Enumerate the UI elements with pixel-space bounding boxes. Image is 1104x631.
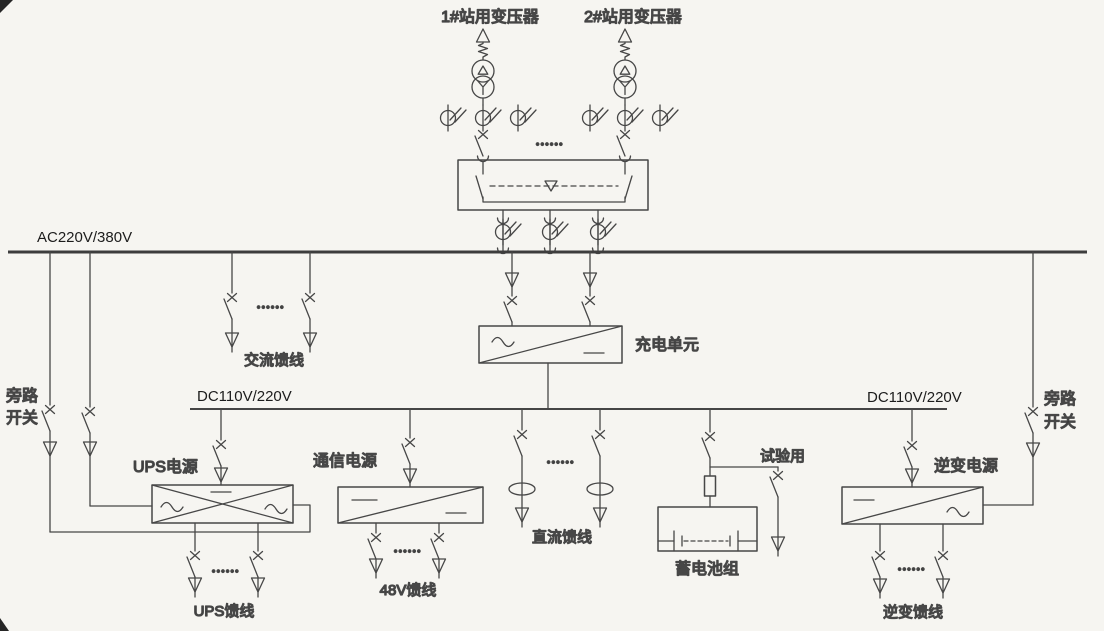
bypass-right-label-1: 旁路 bbox=[1044, 390, 1076, 408]
ellipsis-dots: •••••• bbox=[536, 139, 564, 149]
transformer-1-label: 1#站用变压器 bbox=[441, 8, 539, 26]
ellipsis-dots: •••••• bbox=[257, 302, 285, 312]
station-transformer-2: 2#站用变压器 bbox=[583, 7, 683, 163]
battery-cells-icon bbox=[657, 530, 758, 552]
dc-feeders: •••••• 直流馈线 bbox=[508, 408, 614, 547]
bypass-left-label-1: 旁路 bbox=[6, 387, 38, 405]
ac-bus-label: AC220V/380V bbox=[37, 229, 132, 246]
transfer-switch-outgoing bbox=[494, 209, 617, 255]
inverter-feeder-label: 逆变馈线 bbox=[883, 604, 943, 621]
bypass-left-label-2: 开关 bbox=[6, 409, 38, 427]
48v-feeder-label: 48V馈线 bbox=[380, 582, 437, 599]
test-branch: 试验用 bbox=[759, 447, 806, 557]
comm-label: 通信电源 bbox=[313, 452, 377, 470]
dc-bus-label-right: DC110V/220V bbox=[867, 389, 962, 406]
tie-triangle-icon bbox=[544, 180, 558, 192]
bypass-right-label-2: 开关 bbox=[1044, 413, 1076, 431]
battery-label: 蓄电池组 bbox=[675, 560, 739, 578]
ac-bus: AC220V/380V bbox=[8, 229, 1087, 254]
test-label: 试验用 bbox=[760, 448, 805, 465]
ellipsis-dots: •••••• bbox=[212, 566, 240, 576]
station-transformer-1: 1#站用变压器 bbox=[440, 7, 540, 163]
dc-bus: DC110V/220V DC110V/220V bbox=[190, 388, 962, 410]
bypass-switch-left: 旁路 开关 bbox=[5, 251, 311, 533]
ups-unit: UPS电源 •••••• UPS馈线 bbox=[132, 408, 294, 621]
charger-label: 充电单元 bbox=[635, 336, 699, 354]
scan-artifacts bbox=[0, 0, 13, 631]
ellipsis-dots: •••••• bbox=[898, 564, 926, 574]
transformer-2-label: 2#站用变压器 bbox=[584, 8, 682, 26]
ac-feeders: •••••• 交流馈线 bbox=[223, 251, 318, 370]
inverter-label: 逆变电源 bbox=[934, 457, 998, 475]
ac-feeder-label: 交流馈线 bbox=[244, 351, 304, 369]
ups-feeder-label: UPS馈线 bbox=[194, 603, 255, 620]
fuse-icon bbox=[703, 475, 717, 497]
ups-label: UPS电源 bbox=[133, 458, 198, 476]
transfer-switch-cabinet bbox=[457, 159, 649, 211]
charging-unit: 充电单元 bbox=[478, 251, 700, 410]
bypass-switch-right: 旁路 开关 bbox=[1024, 251, 1077, 506]
battery-bank: 蓄电池组 试验用 bbox=[657, 408, 806, 579]
spare-incomer-positions: •••••• bbox=[439, 104, 679, 150]
ellipsis-dots: •••••• bbox=[547, 457, 575, 467]
inverter-unit: 逆变电源 •••••• 逆变馈线 bbox=[841, 408, 1034, 622]
comm-power-unit: 通信电源 •••••• 48V馈线 bbox=[312, 408, 484, 600]
dc-bus-label-left: DC110V/220V bbox=[197, 388, 292, 405]
ellipsis-dots: •••••• bbox=[394, 546, 422, 556]
dc-feeder-label: 直流馈线 bbox=[532, 529, 592, 546]
